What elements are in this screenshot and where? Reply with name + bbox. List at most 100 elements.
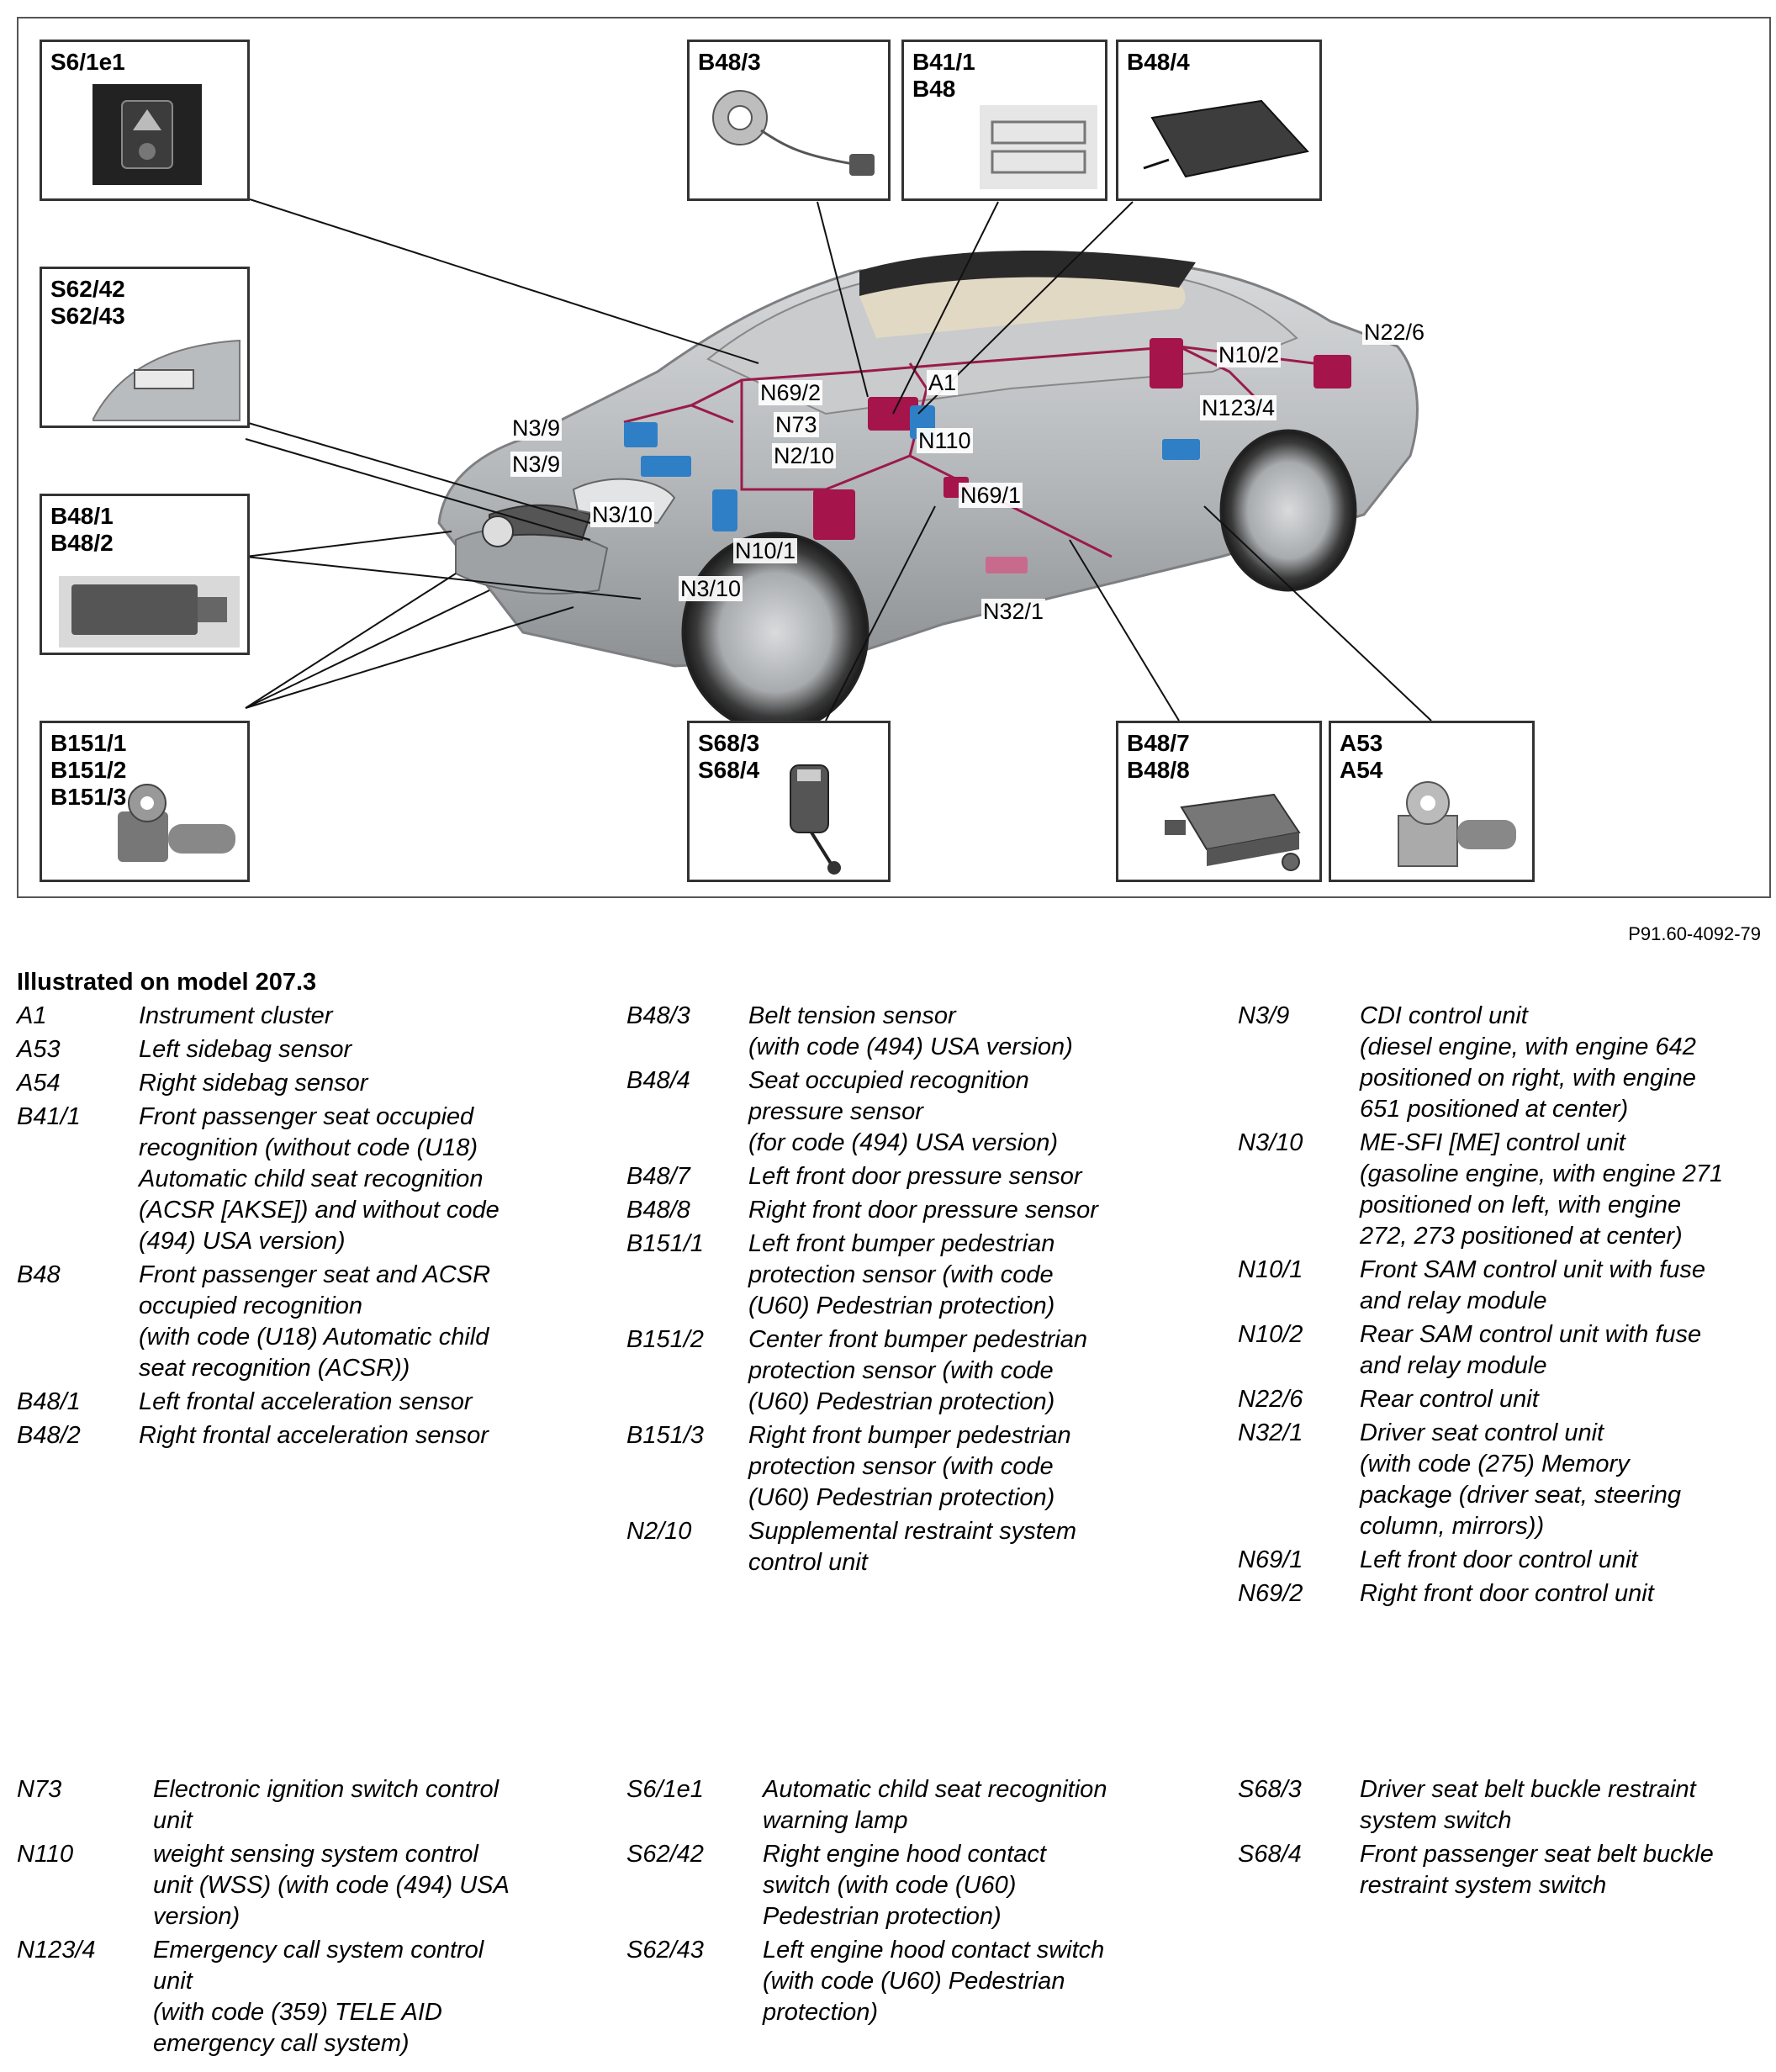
- legend-description: Automatic child seat recognition warning…: [763, 1776, 1107, 1834]
- legend-description: Front SAM control unit with fuse and rel…: [1360, 1256, 1705, 1314]
- legend-code: N10/1: [1238, 1256, 1303, 1283]
- callout-n110: N110: [917, 428, 973, 453]
- callout-a1: A1: [927, 370, 959, 395]
- legend-code: N22/6: [1238, 1386, 1303, 1413]
- callout-n3-10-b: N3/10: [679, 576, 743, 601]
- legend-column-3: N3/9 CDI control unit (diesel engine, wit…: [1238, 1001, 1776, 1610]
- legend-item: N10/1 Front SAM control unit with fuse an…: [1238, 1255, 1776, 1317]
- legend-description: Right front bumper pedestrian protection…: [748, 1422, 1071, 1511]
- legend-code: S62/43: [626, 1937, 704, 1964]
- sidebag-sensor-icon: [1398, 781, 1516, 867]
- legend-description: Right sidebag sensor: [139, 1070, 368, 1097]
- callout-n10-2: N10/2: [1217, 342, 1282, 367]
- legend-description: Belt tension sensor (with code (494) USA…: [748, 1002, 1073, 1060]
- pressure-sensor-mat-icon: [1143, 99, 1309, 178]
- car-illustration: [245, 198, 1432, 733]
- legend-description: Right frontal acceleration sensor: [139, 1422, 489, 1449]
- inset-label: B41/1 B48: [912, 49, 975, 102]
- legend-item: N73 Electronic ignition switch control un…: [17, 1774, 624, 1837]
- legend-description: Right front door pressure sensor: [748, 1197, 1098, 1224]
- legend-code: N110: [17, 1841, 74, 1868]
- legend-code: N3/10: [1238, 1129, 1303, 1156]
- occupancy-sensor-mat-icon: [980, 105, 1097, 189]
- legend-description: Right engine hood contact switch (with c…: [763, 1841, 1046, 1930]
- inset-label: B48/4: [1127, 49, 1190, 75]
- legend-item: B48/3 Belt tension sensor (with code (494…: [626, 1001, 1219, 1063]
- callout-n69-1: N69/1: [959, 483, 1023, 508]
- legend-code: B41/1: [17, 1103, 81, 1130]
- legend-description: Seat occupied recognition pressure senso…: [748, 1067, 1059, 1156]
- legend-item: B48/8 Right front door pressure sensor: [626, 1195, 1219, 1226]
- legend-description: Left front bumper pedestrian protection …: [748, 1230, 1055, 1319]
- legend-description: Left front door pressure sensor: [748, 1163, 1082, 1190]
- inset-label: S68/3 S68/4: [698, 730, 760, 783]
- warning-lamp-icon: [92, 84, 202, 185]
- legend-code: N2/10: [626, 1518, 692, 1545]
- legend-item: B41/1 Front passenger seat occupied recog…: [17, 1102, 610, 1257]
- legend-code: B151/2: [626, 1326, 704, 1353]
- legend-code: N123/4: [17, 1937, 96, 1964]
- control-modules: [624, 338, 1351, 574]
- legend-code: A1: [17, 1002, 47, 1029]
- callout-n22-6: N22/6: [1362, 320, 1427, 345]
- callout-n3-9: N3/9: [510, 415, 563, 441]
- legend-code: B151/3: [626, 1422, 704, 1449]
- belt-tension-sensor-icon: [712, 90, 875, 176]
- legend-description: ME-SFI [ME] control unit (gasoline engin…: [1360, 1129, 1724, 1250]
- legend-heading: Illustrated on model 207.3: [17, 969, 317, 996]
- legend-code: N69/1: [1238, 1546, 1303, 1573]
- legend-code: B48/2: [17, 1422, 81, 1449]
- legend-description: Emergency call system control unit (with…: [153, 1937, 484, 2057]
- legend-item: B48/4 Seat occupied recognition pressure …: [626, 1065, 1219, 1159]
- inset-label: B48/1 B48/2: [50, 503, 114, 556]
- legend-code: B48/1: [17, 1388, 81, 1415]
- legend-description: weight sensing system control unit (WSS)…: [153, 1841, 510, 1930]
- inset-label: B151/1 B151/2 B151/3: [50, 730, 127, 810]
- legend-description: Center front bumper pedestrian protectio…: [748, 1326, 1087, 1415]
- inset-s6-1e1: S6/1e1: [40, 40, 250, 201]
- inset-label: S6/1e1: [50, 49, 125, 75]
- legend-description: Left sidebag sensor: [139, 1036, 352, 1063]
- callout-n32-1: N32/1: [981, 599, 1046, 624]
- legend-code: N73: [17, 1776, 62, 1803]
- inset-s68: S68/3 S68/4: [687, 721, 891, 882]
- legend-code: S62/42: [626, 1841, 704, 1868]
- legend-description: Electronic ignition switch control unit: [153, 1776, 500, 1834]
- inset-b151: B151/1 B151/2 B151/3: [40, 721, 250, 882]
- legend-code: B48/8: [626, 1197, 690, 1224]
- legend-description: Rear control unit: [1360, 1386, 1539, 1413]
- callout-n123-4: N123/4: [1200, 395, 1277, 420]
- legend-item: N123/4 Emergency call system control unit…: [17, 1935, 624, 2059]
- legend-code: S68/3: [1238, 1776, 1302, 1803]
- callout-n10-1: N10/1: [733, 538, 798, 563]
- legend-description: Front passenger seat belt buckle restrai…: [1360, 1841, 1714, 1899]
- legend-code: N3/9: [1238, 1002, 1290, 1029]
- legend-code: A54: [17, 1070, 61, 1097]
- legend-code: B48/7: [626, 1163, 690, 1190]
- legend-code: N69/2: [1238, 1580, 1303, 1607]
- figure-reference-code: P91.60-4092-79: [1628, 923, 1761, 944]
- inset-label: A53 A54: [1340, 730, 1383, 783]
- inset-b48-7: B48/7 B48/8: [1116, 721, 1322, 882]
- callout-n69-2: N69/2: [758, 380, 823, 405]
- legend-item: N3/9 CDI control unit (diesel engine, wit…: [1238, 1001, 1776, 1125]
- legend-code: B48/3: [626, 1002, 690, 1029]
- legend-code: B48/4: [626, 1067, 690, 1094]
- door-pressure-sensor-icon: [1165, 793, 1301, 871]
- legend-description: CDI control unit (diesel engine, with en…: [1360, 1002, 1696, 1123]
- legend-description: Front passenger seat occupied recognitio…: [139, 1103, 500, 1255]
- legend-code: N32/1: [1238, 1419, 1303, 1446]
- legend-code: N10/2: [1238, 1321, 1303, 1348]
